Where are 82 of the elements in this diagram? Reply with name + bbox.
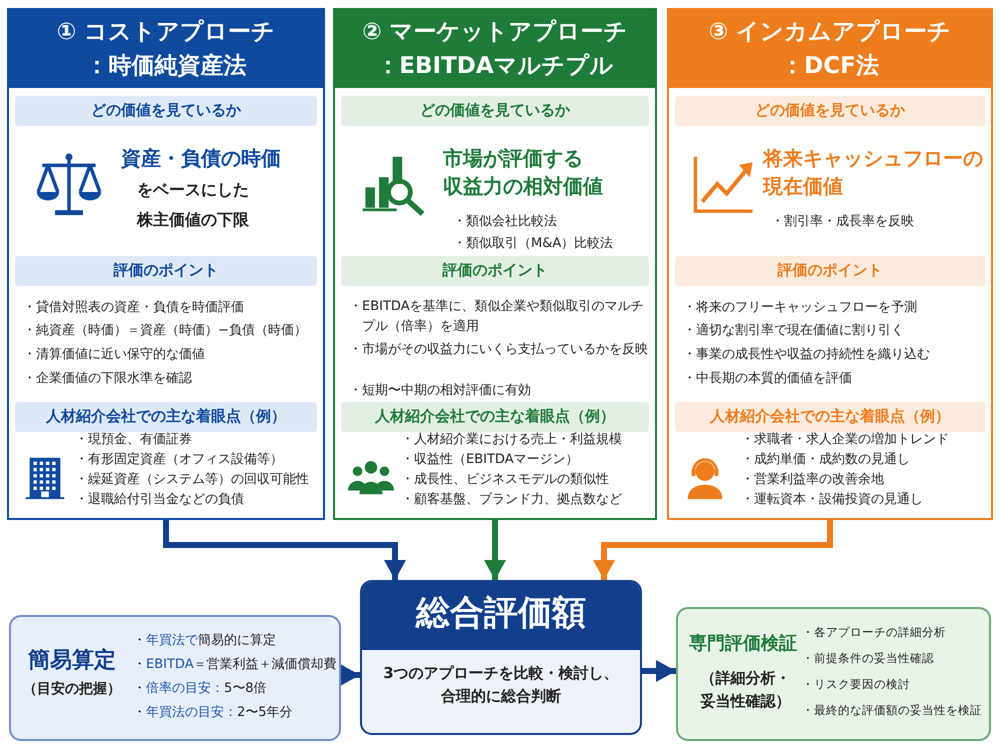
bullet-item: ・市場がその収益力にいくら支払っているかを反映 [349,341,649,359]
bullet-item: ・年買法の目安：2〜5年分 [133,705,293,722]
section-heading-band [341,256,649,286]
box-title: 総合評価額 [414,592,587,634]
bullet-item: ・類似会社比較法 [453,214,557,230]
value-headline: 将来キャッシュフローの [763,146,983,171]
section-heading-band [675,96,985,126]
bullet-item: ・年買法で簡易的に算定 [133,633,276,650]
bullet-item: ・清算価値に近い保守的な価値 [23,347,205,364]
section-heading: 人材紹介会社での主な着眼点（例） [374,407,616,426]
panel-title: ：時価純資産法 [84,52,248,81]
value-headline: 現在価値 [763,174,843,199]
bullet-item: ・前提条件の妥当性確認 [802,651,934,666]
section-heading-band [341,96,649,126]
arrow [340,664,360,686]
section-heading-band [15,96,317,126]
bullet-item: ・中長期の本質的価値を評価 [683,371,852,388]
section-heading: 人材紹介会社での主な着眼点（例） [708,407,951,426]
value-headline: 市場が評価する [443,146,583,171]
section-heading-band [15,256,317,286]
expert-review-box [676,607,991,741]
approach-panel [667,8,993,520]
bullet-item: ・顧客基盤、ブランド力、拠点数など [401,492,622,508]
arrow [593,520,833,580]
bullet-item: ・退職給付引当金などの負債 [75,492,244,508]
box-subtitle: （目安の把握） [22,681,122,698]
section-heading: 人材紹介会社での主な着眼点（例） [44,407,287,426]
section-heading-band [341,402,649,432]
bullet-item: ・各アプローチの詳細分析 [802,625,946,640]
bullet-item: ・純資産（時価）＝資産（時価）−負債（時価） [23,323,307,340]
section-heading-band [675,402,985,432]
box-title: 簡易算定 [27,647,117,674]
bullet-item: ・繰延資産（システム等）の回収可能性 [75,472,309,488]
section-heading-band [675,256,985,286]
bullet-item: ・収益性（EBITDAマージン） [401,452,579,468]
value-headline: 収益力の相対価値 [443,174,603,199]
box-description: 3つのアプローチを比較・検討し、合理的に総合判断 [382,663,620,706]
value-description: 株主価値の下限 [137,210,249,230]
box-subtitle: （詳細分析・妥当性確認） [700,668,792,712]
total-valuation-box [360,580,642,735]
section-heading: どの価値を見ているか [419,101,571,120]
arrow [484,520,506,580]
section-heading: 評価のポイント [112,261,220,280]
bullet-item: ・有形固定資産（オフィス設備等） [75,452,283,468]
bullet-item: ・EBITDAを基準に、類似企業や類似取引のマルチプル（倍率）を適用 [349,298,645,336]
bullet-item: ・現預金、有価証券 [75,432,192,448]
bullet-item: ・類似取引（M&A）比較法 [453,236,614,252]
value-description: をベースにした [137,180,249,200]
section-heading: どの価値を見ているか [90,101,242,120]
panel-title: ：DCF法 [780,52,880,81]
panel-title: ：EBITDAマルチプル [375,52,615,81]
bullet-item: ・成約単価・成約数の見通し [741,452,910,468]
section-heading-band [15,402,317,432]
approach-panel [333,8,657,520]
bullet-item: ・営業利益率の改善余地 [741,472,884,488]
bullet-item: ・EBITDA＝営業利益＋減価償却費 [133,657,337,674]
box-title: 専門評価検証 [688,633,798,656]
value-headline: 資産・負債の時価 [121,146,281,171]
bullet-item: ・短期〜中期の相対評価に有効 [349,383,531,400]
bullet-item: ・事業の成長性や収益の持続性を織り込む [683,347,930,364]
bullet-item: ・適切な割引率で現在価値に割り引く [683,323,904,340]
panel-title: ① コストアプローチ [56,18,276,47]
bullet-item: ・将来のフリーキャッシュフローを予測 [683,300,917,316]
arrow [642,660,676,682]
arrow [163,520,406,580]
bullet-item: ・最終的な評価額の妥当性を検証 [802,703,982,718]
bullet-item: ・倍率の目安：5〜8倍 [133,681,267,698]
bullet-item: ・求職者・求人企業の増加トレンド [741,432,949,448]
bullet-item: ・人材紹介業における売上・利益規模 [401,432,622,448]
bullet-item: ・リスク要因の検討 [802,677,910,692]
section-heading: 評価のポイント [776,261,884,280]
panel-title: ③ インカムアプローチ [708,18,952,47]
approach-panel [7,8,325,520]
estimate-box [9,615,341,741]
bullet-item: ・割引率・成長率を反映 [771,214,914,230]
section-heading: 評価のポイント [441,261,548,280]
bullet-item: ・貸借対照表の資産・負債を時価評価 [23,300,244,316]
section-heading: どの価値を見ているか [754,101,906,120]
bullet-item: ・運転資本・設備投資の見通し [741,492,923,508]
bullet-item: ・成長性、ビジネスモデルの類似性 [401,472,609,488]
bullet-item: ・企業価値の下限水準を確認 [23,371,192,388]
panel-title: ② マーケットアプローチ [361,18,629,47]
